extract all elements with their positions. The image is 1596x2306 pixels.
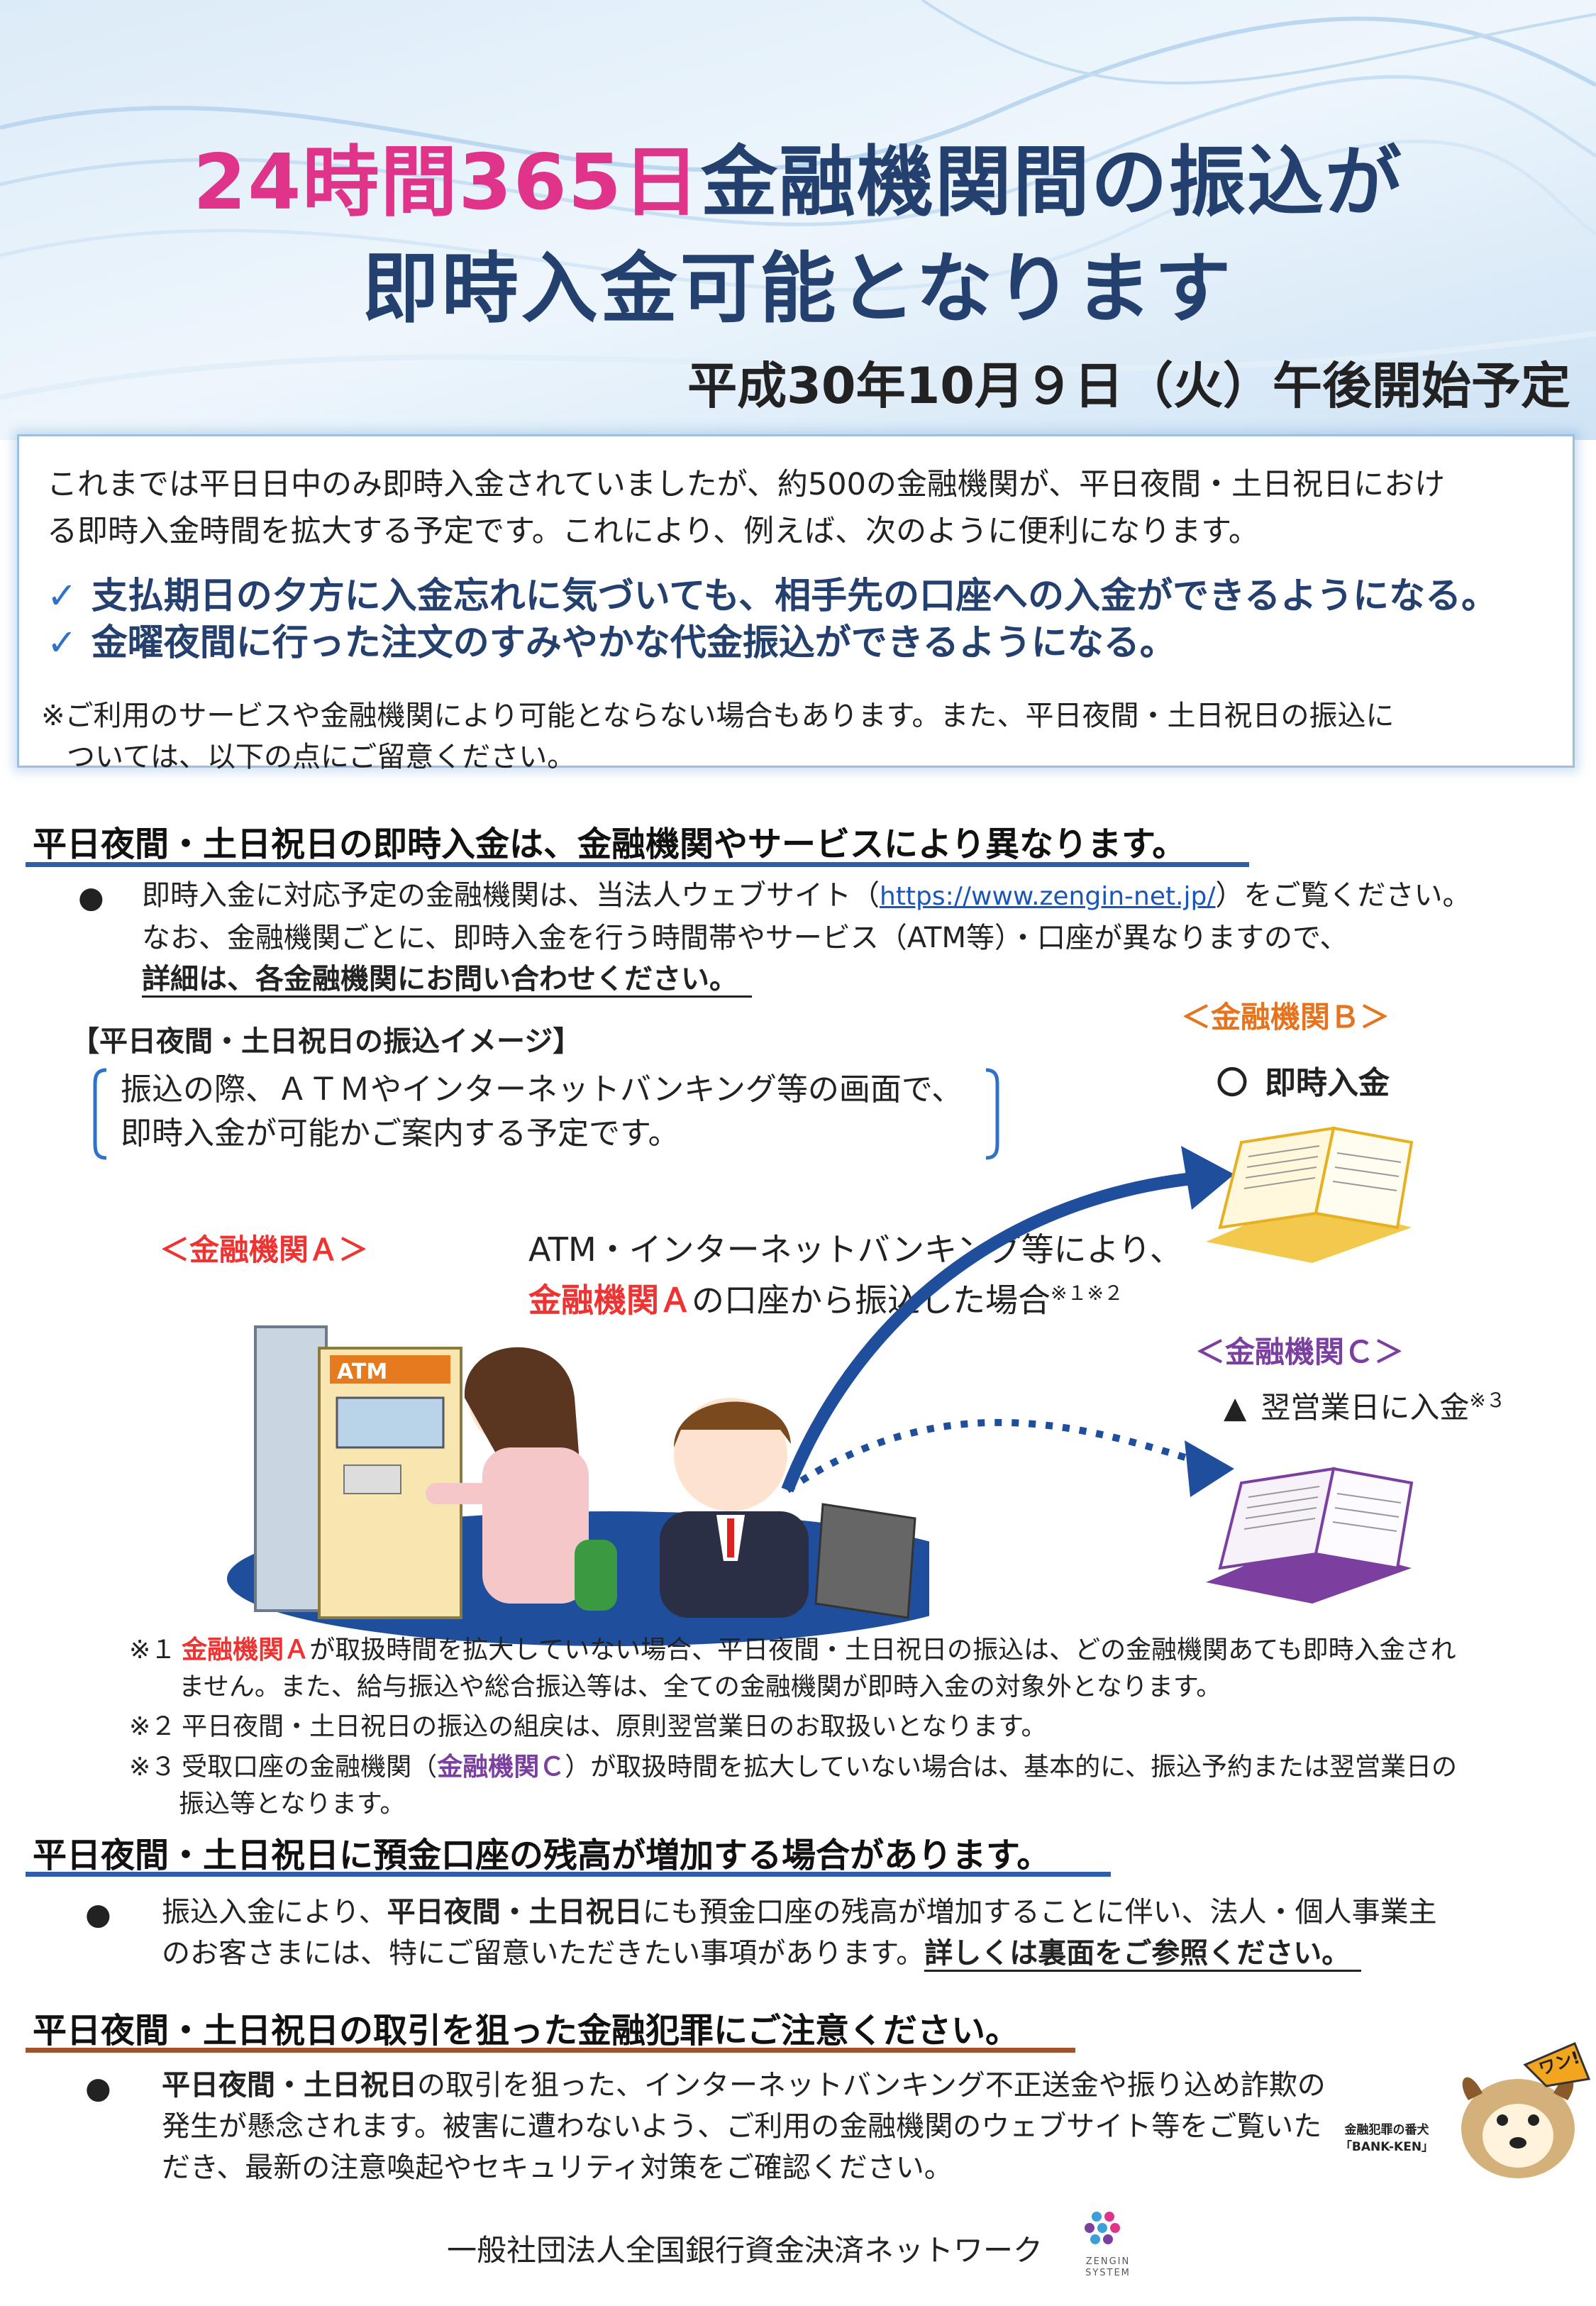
section3-bullet: ● (85, 2070, 111, 2105)
start-date: 平成30年10月９日（火）午後開始予定 (687, 357, 1570, 415)
section2-heading: 平日夜間・土日祝日に預金口座の残高が増加する場合があります。 (33, 1836, 1051, 1875)
transfer-line1: ATM・インターネットバンキング等により、 (528, 1230, 1182, 1269)
bracket-text: 振込の際、ＡＴＭやインターネットバンキング等の画面で、 即時入金が可能かご案内す… (121, 1068, 963, 1156)
zengin-logo-text: ZENGIN SYSTEM (1085, 2256, 1131, 2278)
passbook-c-icon (1206, 1467, 1414, 1604)
intro-line2: る即時入金時間を拡大する予定です。これにより、例えば、次のように便利になります。 (47, 514, 1259, 549)
transfer-caption: ATM・インターネットバンキング等により、 金融機関Ａの口座から振込した場合※１… (528, 1228, 1182, 1322)
bracket-frame (93, 1068, 999, 1160)
circle-icon: 〇 (1217, 1065, 1248, 1101)
bracket-line2: 即時入金が可能かご案内する予定です。 (121, 1115, 680, 1152)
bank-a-label: ＜金融機関Ａ＞ (160, 1232, 369, 1267)
section1-line1-a: 即時入金に対応予定の金融機関は、当法人ウェブサイト（ (142, 879, 880, 912)
section1-bullet: ● (78, 880, 104, 915)
passbook-b-icon (1206, 1126, 1414, 1263)
zengin-logo-icon (1085, 2212, 1120, 2244)
check-icon: ✓ (47, 622, 77, 664)
transfer-arrows (781, 1146, 1234, 1497)
check-item-2-text: 金曜夜間に行った注文のすみやかな代金振込ができるようになる。 (91, 622, 1176, 664)
title-highlight: 24時間365日 (193, 138, 701, 227)
mascot-dog-icon (1461, 2042, 1591, 2178)
bank-b-label: ＜金融機関Ｂ＞ (1181, 1000, 1390, 1035)
section1-line2: なお、金融機関ごとに、即時入金を行う時間帯やサービス（ATM等）・口座が異なりま… (142, 922, 1348, 954)
section2-rule (26, 1872, 1111, 1877)
title-rest: 金融機関間の振込が (700, 138, 1403, 227)
main-title-line2: 即時入金可能となります (362, 245, 1234, 333)
intro-box (17, 434, 1575, 768)
note-line2: ついては、以下の点にご留意ください。 (67, 741, 576, 773)
triangle-icon: ▲ (1224, 1390, 1247, 1425)
check-item-2: ✓ 金曜夜間に行った注文のすみやかな代金振込ができるようになる。 (47, 620, 1551, 667)
section1-heading: 平日夜間・土日祝日の即時入金は、金融機関やサービスにより異なります。 (33, 824, 1187, 864)
section3-heading: 平日夜間・土日祝日の取引を狙った金融犯罪にご注意ください。 (33, 2011, 1020, 2051)
atm-illustration (227, 1325, 929, 1646)
footer-org-name: 一般社団法人全国銀行資金決済ネットワーク (447, 2233, 1043, 2268)
main-title-line1: 24時間365日金融機関間の振込が (0, 121, 1596, 231)
website-link[interactable]: https://www.zengin-net.jp/ (880, 882, 1216, 911)
section1-rule (26, 862, 1249, 867)
atm-sign: ATM (337, 1359, 388, 1384)
section1-line1-b: ）をご覧ください。 (1215, 879, 1471, 912)
transfer-bank: 金融機関Ａ (528, 1281, 692, 1320)
note-line1: ※ご利用のサービスや金融機関により可能とならない場合もあります。また、平日夜間・… (41, 700, 1395, 732)
intro-text: これまでは平日日中のみ即時入金されていましたが、約500の金融機関が、平日夜間・… (47, 461, 1551, 667)
section1-line3: 詳細は、各金融機関にお問い合わせください。 (142, 959, 1561, 1000)
bank-b-status: 〇即時入金 (1217, 1065, 1390, 1101)
check-item-1-text: 支払期日の夕方に入金忘れに気づいても、相手先の口座への入金ができるようになる。 (91, 575, 1498, 617)
diagram-title: 【平日夜間・土日祝日の振込イメージ】 (71, 1025, 582, 1058)
intro-line1: これまでは平日日中のみ即時入金されていましたが、約500の金融機関が、平日夜間・… (47, 467, 1446, 502)
section3-rule (26, 2048, 1075, 2053)
section1-body: 即時入金に対応予定の金融機関は、当法人ウェブサイト（https://www.ze… (142, 875, 1561, 1000)
section2-body: 振込入金により、平日夜間・土日祝日にも預金口座の残高が増加することに伴い、法人・… (162, 1892, 1566, 1974)
intro-note: ※ご利用のサービスや金融機関により可能とならない場合もあります。また、平日夜間・… (41, 695, 1559, 778)
mascot-caption: 金融犯罪の番犬 「BANK-KEN」 (1339, 2123, 1434, 2154)
section3-body: 平日夜間・土日祝日の取引を狙った、インターネットバンキング不正送金や振り込め詐欺… (162, 2069, 1326, 2184)
bank-c-status: ▲翌営業日に入金※３ (1224, 1389, 1506, 1425)
header-background-waves (0, 0, 1596, 440)
check-icon: ✓ (47, 575, 77, 617)
bracket-line1: 振込の際、ＡＴＭやインターネットバンキング等の画面で、 (121, 1071, 963, 1108)
bank-c-label: ＜金融機関Ｃ＞ (1195, 1335, 1404, 1369)
check-item-1: ✓ 支払期日の夕方に入金忘れに気づいても、相手先の口座への入金ができるようになる。 (47, 573, 1551, 620)
section2-bullet: ● (85, 1897, 111, 1931)
